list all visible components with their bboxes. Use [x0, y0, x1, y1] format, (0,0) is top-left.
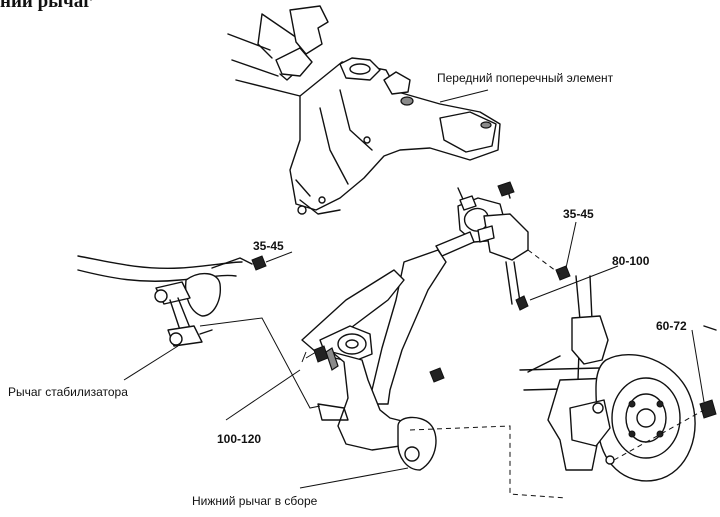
label-front-crossmember: Передний поперечный элемент — [437, 71, 614, 85]
label-lower-arm-assembly: Нижний рычаг в сборе — [192, 494, 318, 508]
torque-100-120: 100-120 — [217, 432, 262, 446]
clamp-drawing — [457, 181, 571, 311]
torque-stab-nut: 35-45 — [253, 239, 284, 253]
crossmember-drawing — [227, 5, 501, 215]
torque-60-72: 60-72 — [656, 319, 687, 333]
stabilizer-drawing — [77, 251, 293, 347]
hub-drawing — [519, 275, 717, 482]
header-fragment: нии рычаг — [0, 0, 92, 12]
lower-arm-drawing — [225, 231, 475, 471]
label-stabilizer-link: Рычаг стабилизатора — [8, 385, 128, 399]
torque-80-100: 80-100 — [612, 254, 650, 268]
torque-clamp-nut: 35-45 — [563, 207, 594, 221]
